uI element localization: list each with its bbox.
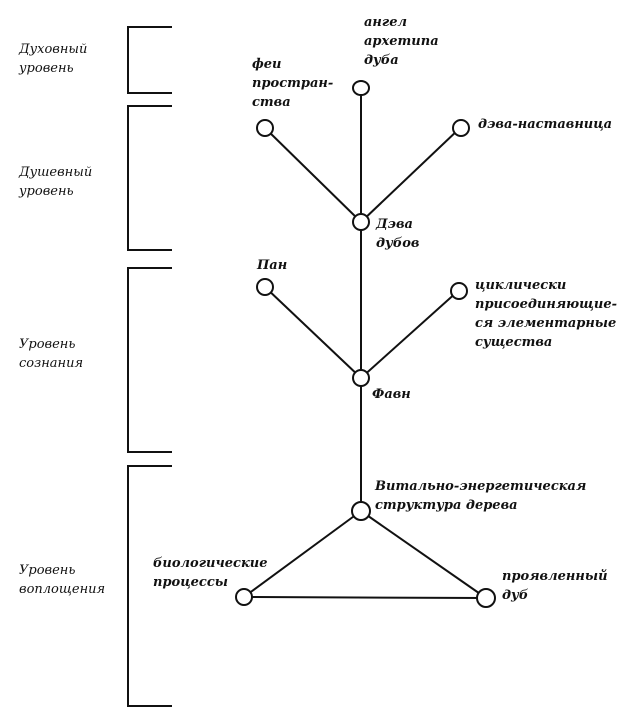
node-vital-energy-structure <box>351 501 371 521</box>
level-bracket-consciousness <box>127 267 172 453</box>
node-oak-deva <box>352 213 370 231</box>
level-label-spiritual: Духовный уровень <box>19 42 88 76</box>
edge-biological-oak <box>243 596 487 599</box>
label-oak-deva: Дэва дубов <box>376 217 420 251</box>
label-cyclic-elementals: циклически присоединяющие- ся элементарн… <box>475 278 618 350</box>
level-label-incarnation: Уровень воплощения <box>19 563 106 597</box>
node-archetype-angel <box>352 80 370 96</box>
level-bracket-incarnation <box>127 465 172 707</box>
node-cyclic-elementals <box>450 282 468 300</box>
label-space-fairies: феи простран- ства <box>252 57 334 110</box>
edge-fairies-deva <box>264 127 362 223</box>
node-pan <box>256 278 274 296</box>
node-manifested-oak <box>476 588 496 608</box>
label-deva-mentor: дэва-наставница <box>478 117 613 132</box>
label-faun: Фавн <box>372 387 411 402</box>
edge-mentor-deva <box>360 127 461 223</box>
label-pan: Пан <box>257 258 288 273</box>
edge-elementals-faun <box>360 290 459 379</box>
label-biological-processes: биологические процессы <box>153 556 268 590</box>
edge-pan-faun <box>264 286 362 379</box>
node-faun <box>352 369 370 387</box>
edge-vital-oak <box>360 510 487 599</box>
label-vital-energy-structure: Витально-энергетическая структура дерева <box>375 479 587 513</box>
level-bracket-spiritual <box>127 26 172 94</box>
level-bracket-soul <box>127 105 172 251</box>
level-label-consciousness: Уровень сознания <box>19 337 84 371</box>
label-archetype-angel: ангел архетипа дуба <box>364 15 439 68</box>
node-deva-mentor <box>452 119 470 137</box>
edge-vital-biological <box>243 510 362 598</box>
level-label-soul: Душевный уровень <box>19 165 93 199</box>
label-manifested-oak: проявленный дуб <box>502 569 608 603</box>
node-biological-processes <box>235 588 253 606</box>
node-space-fairies <box>256 119 274 137</box>
